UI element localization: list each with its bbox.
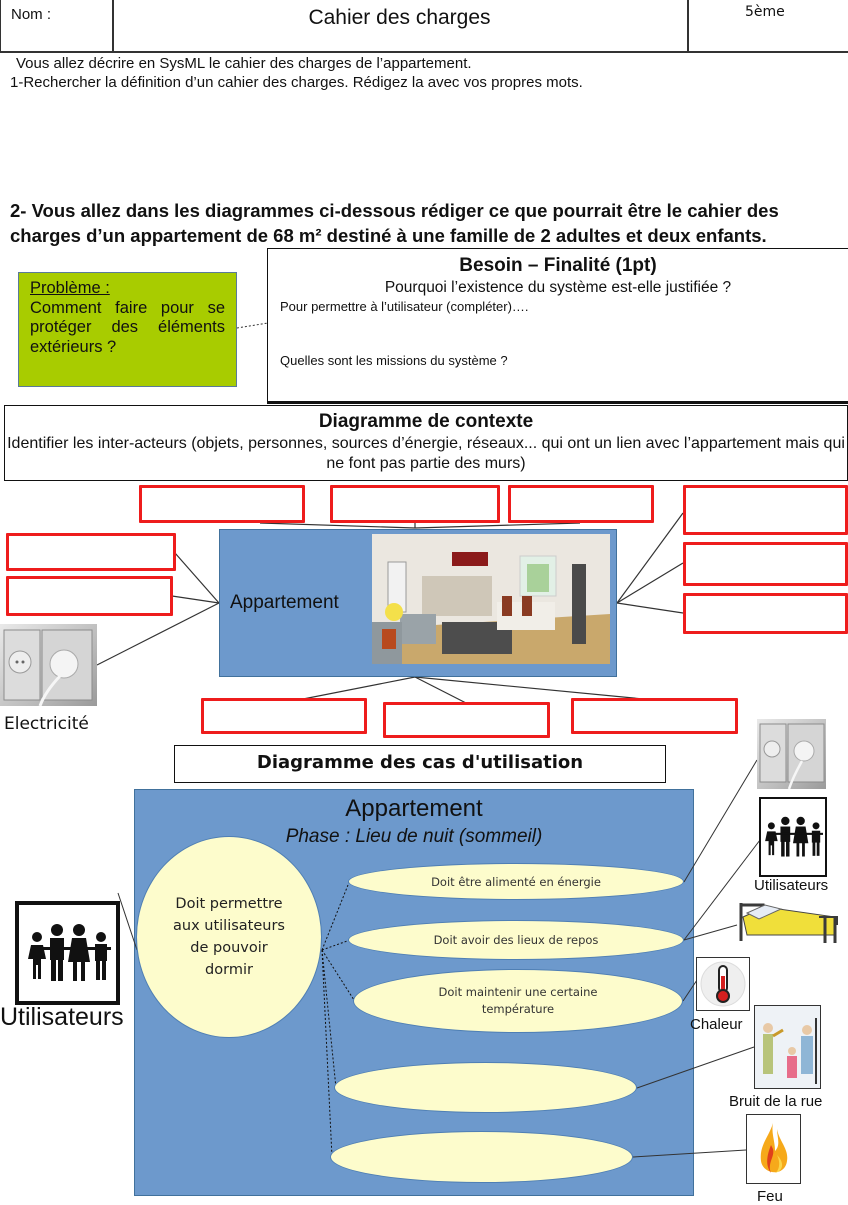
connector [171, 595, 220, 604]
contexte-instructions: Identifier les inter-acteurs (objets, pe… [7, 435, 845, 472]
actor-bruit-label: Bruit de la rue [729, 1093, 823, 1110]
probleme-box: Problème : Comment faire pour se protége… [18, 272, 237, 387]
street-scene-icon [754, 1005, 821, 1089]
class-level: 5ème [745, 4, 785, 20]
electricite-label: Electricité [4, 714, 89, 734]
answer-box-top-1[interactable] [139, 485, 305, 523]
connector [683, 759, 758, 883]
connector [259, 522, 416, 529]
contexte-header: Diagramme de contexte Identifier les int… [4, 405, 848, 481]
answer-box-right-3[interactable] [683, 593, 848, 634]
besoin-title: Besoin – Finalité (1pt) [459, 255, 657, 276]
use-case-3-text: Doit maintenir une certaine température [438, 985, 598, 1016]
family-icon [759, 797, 827, 877]
connector [414, 522, 581, 529]
system-phase: Phase : Lieu de nuit (sommeil) [285, 826, 543, 847]
use-case-3[interactable]: Doit maintenir une certaine température [353, 969, 683, 1033]
connector [616, 562, 684, 604]
appartement-block: Appartement [219, 529, 617, 677]
name-cell[interactable]: Nom : [1, 0, 114, 53]
besoin-subtitle: Pourquoi l’existence du système est-elle… [384, 279, 732, 296]
main-use-case-text: Doit permettre aux utilisateurs de pouvo… [173, 896, 285, 978]
use-case-2-text: Doit avoir des lieux de repos [433, 933, 599, 947]
header-table: Nom : Cahier des charges 5ème [0, 0, 848, 53]
use-case-1-text: Doit être alimenté en énergie [431, 874, 601, 889]
page-title: Cahier des charges [308, 6, 491, 29]
power-socket-icon [757, 719, 826, 789]
answer-box-bottom-1[interactable] [201, 698, 367, 734]
actor-utilisateurs-label: Utilisateurs [754, 877, 829, 894]
besoin-box: Besoin – Finalité (1pt) Pourquoi l’exist… [267, 248, 848, 404]
use-case-4-empty[interactable] [334, 1062, 637, 1113]
main-use-case: Doit permettre aux utilisateurs de pouvo… [136, 836, 322, 1038]
use-case-1[interactable]: Doit être alimenté en énergie [348, 863, 684, 900]
name-label: Nom : [11, 6, 52, 23]
connector [414, 676, 655, 701]
besoin-prompt-missions[interactable]: Quelles sont les missions du système ? [280, 353, 508, 368]
connector [616, 602, 684, 614]
use-case-5-empty[interactable] [330, 1131, 633, 1183]
main-actor-label: Utilisateurs [0, 1003, 124, 1031]
answer-box-bottom-3[interactable] [571, 698, 738, 734]
connector [414, 676, 467, 704]
family-icon [15, 901, 120, 1005]
answer-box-top-3[interactable] [508, 485, 654, 523]
probleme-label: Problème : [30, 279, 110, 297]
answer-box-top-2[interactable] [330, 485, 500, 523]
connector [174, 552, 220, 604]
appartement-label: Appartement [230, 592, 339, 613]
question-1: 1-Rechercher la définition d’un cahier d… [10, 74, 583, 91]
bed-icon [735, 895, 841, 945]
system-title: Appartement [345, 795, 483, 822]
answer-box-bottom-2[interactable] [383, 702, 550, 738]
level-cell: 5ème [687, 0, 848, 53]
connector [616, 512, 684, 604]
cas-utilisation-title: Diagramme des cas d'utilisation [174, 745, 666, 783]
connector [297, 676, 416, 701]
fire-icon [746, 1114, 801, 1184]
use-case-2[interactable]: Doit avoir des lieux de repos [348, 920, 684, 960]
answer-box-right-2[interactable] [683, 542, 848, 586]
answer-box-left-2[interactable] [6, 576, 173, 616]
answer-box-right-1[interactable] [683, 485, 848, 535]
apartment-photo [372, 534, 610, 664]
question-2: 2- Vous allez dans les diagrammes ci-des… [10, 200, 779, 246]
power-socket-icon [0, 624, 97, 706]
actor-chaleur-label: Chaleur [690, 1016, 743, 1033]
actor-feu-label: Feu [757, 1188, 783, 1205]
thermometer-icon [696, 957, 750, 1011]
contexte-title: Diagramme de contexte [318, 411, 534, 432]
connector [236, 322, 269, 329]
answer-box-left-1[interactable] [6, 533, 176, 571]
title-cell: Cahier des charges [112, 0, 689, 53]
probleme-text: Comment faire pour se protéger des éléme… [30, 298, 225, 356]
besoin-prompt-purpose[interactable]: Pour permettre à l’utilisateur (compléte… [280, 299, 529, 314]
intro-text: Vous allez décrire en SysML le cahier de… [16, 55, 472, 72]
